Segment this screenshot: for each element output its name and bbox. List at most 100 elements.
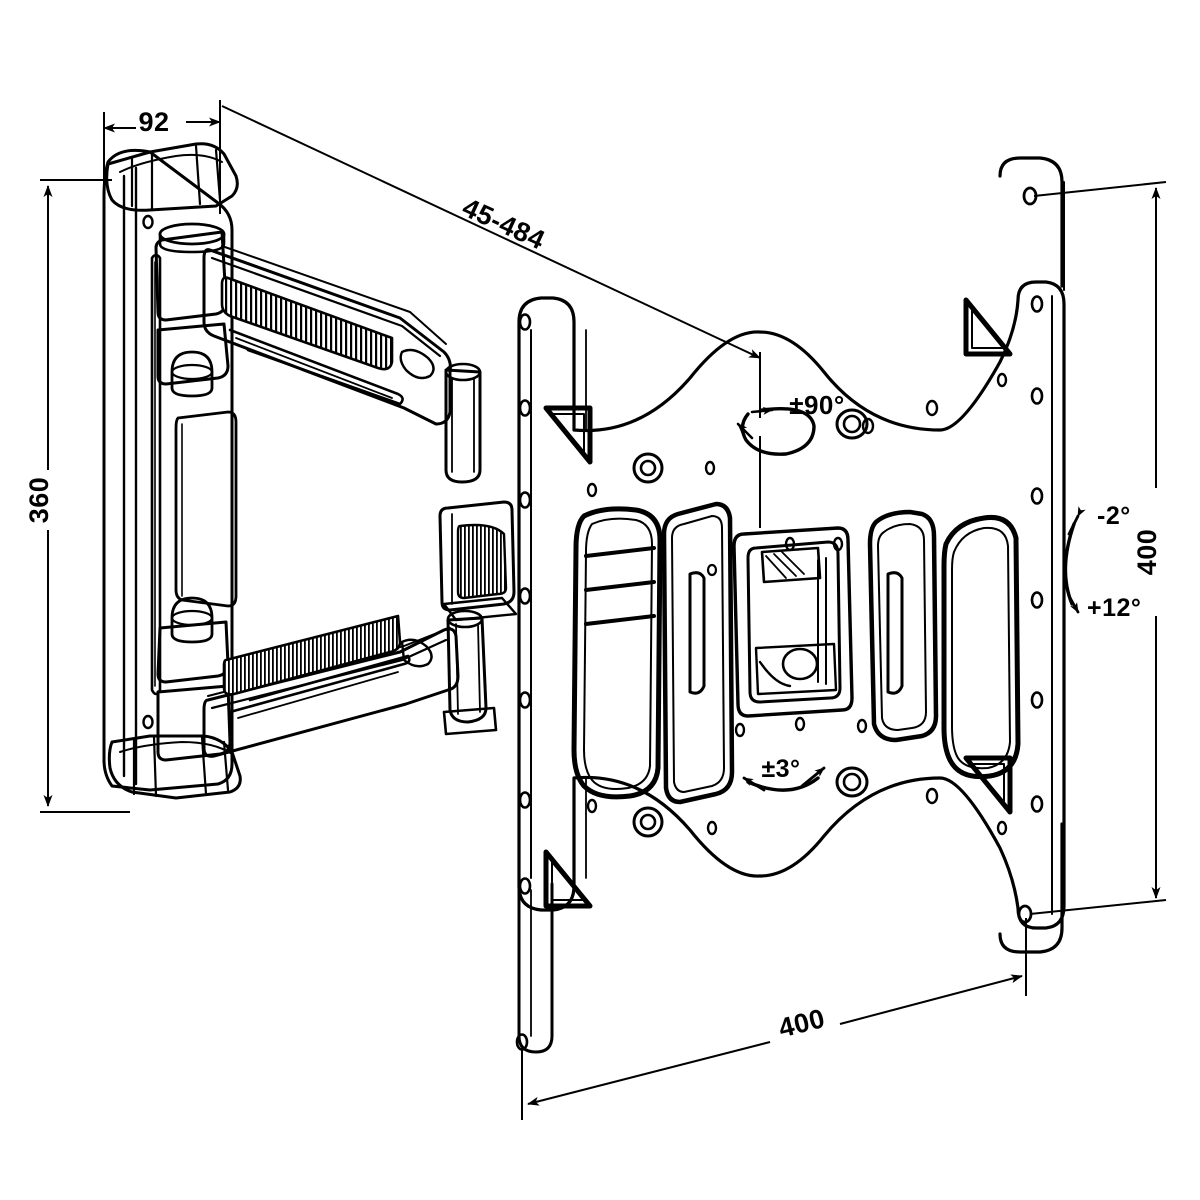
dim-arrow-400h-left bbox=[527, 1041, 771, 1106]
lower-elbow-cylinder-top bbox=[446, 609, 484, 629]
mid-hinge-bracket bbox=[438, 500, 516, 612]
upper-arm-wall-pivot-lower bbox=[156, 322, 230, 386]
vesa-bottom-right-arm bbox=[998, 822, 1064, 954]
vesa-mid-right-slot bbox=[886, 571, 904, 695]
wall-plate-edge-lines bbox=[122, 166, 138, 786]
vesa-plate-thickness-lines bbox=[530, 295, 1053, 915]
vesa-center-window-frame bbox=[732, 526, 854, 718]
vesa-hole-left-2 bbox=[518, 399, 532, 417]
vesa-hole-left-5 bbox=[518, 691, 532, 709]
wall-plate-screw-hole-bottom bbox=[142, 714, 154, 730]
tilt-arrow-up bbox=[1067, 506, 1086, 536]
swivel-arrow-right bbox=[750, 406, 774, 415]
vesa-left-bottom-tab bbox=[517, 882, 554, 1054]
vesa-mid-right-window-inner bbox=[877, 523, 927, 731]
dim-arrow-400h-right bbox=[839, 974, 1023, 1025]
vesa-hole-right-6 bbox=[1030, 795, 1044, 813]
vesa-pivot-boss-left-top bbox=[632, 452, 664, 484]
upper-elbow-cylinder bbox=[444, 368, 482, 484]
ext-line-400v-bottom bbox=[1029, 899, 1167, 915]
lower-pivot-dome-bolt bbox=[170, 596, 214, 644]
vesa-small-hole-1 bbox=[586, 482, 598, 498]
lower-arm-assembly bbox=[156, 596, 498, 762]
wall-plate-bottom-cap bbox=[107, 734, 242, 800]
vesa-plate-outline bbox=[517, 280, 1066, 930]
lower-arm-rib-panel bbox=[222, 614, 402, 696]
swivel-arrow-left bbox=[736, 422, 754, 440]
vesa-triangle-cutout-bottom-right-inner bbox=[971, 763, 1005, 803]
vesa-small-hole-11 bbox=[996, 372, 1008, 388]
upper-pivot-dome-top bbox=[170, 363, 214, 381]
vesa-small-hole-9 bbox=[925, 399, 939, 417]
vesa-right-large-cutout-inner bbox=[951, 526, 1011, 770]
vesa-triangle-cutout-top-right bbox=[963, 297, 1013, 357]
vesa-hole-left-6 bbox=[518, 791, 532, 809]
vesa-mid-left-window-inner bbox=[671, 515, 725, 793]
label-tilt-down: +12° bbox=[1087, 594, 1141, 622]
upper-arm-top-edge2 bbox=[221, 245, 447, 345]
upper-arm-top-edge bbox=[210, 256, 442, 358]
upper-arm-diagonal-rib2 bbox=[235, 337, 393, 399]
vesa-mid-right-window bbox=[867, 509, 939, 743]
vesa-center-hinge-top-block bbox=[760, 546, 822, 584]
mid-hinge-rib-face bbox=[456, 523, 508, 600]
vesa-triangle-cutout-top-left bbox=[543, 405, 593, 465]
wall-plate-top-cap-highlight bbox=[119, 153, 223, 173]
vesa-left-cutout-rib-1 bbox=[584, 546, 656, 558]
vesa-small-hole-6 bbox=[784, 536, 796, 552]
wall-plate-top-cap bbox=[105, 142, 239, 212]
lower-arm-diagonal-rib2 bbox=[237, 671, 399, 719]
vesa-hole-left-3 bbox=[518, 491, 532, 509]
vesa-triangle-cutout-bottom-left bbox=[543, 849, 593, 909]
vesa-mid-left-slot bbox=[688, 571, 706, 695]
vesa-right-large-cutout bbox=[941, 514, 1021, 780]
lower-elbow-cylinder-lines bbox=[455, 623, 481, 715]
center-hinge-assembly bbox=[438, 500, 518, 622]
vesa-left-cutout-rib-3 bbox=[584, 614, 656, 626]
vesa-top-right-arm bbox=[998, 156, 1064, 288]
vesa-triangle-cutout-bottom-left-inner bbox=[551, 861, 585, 901]
vesa-triangle-cutout-top-right-inner bbox=[971, 309, 1005, 349]
vesa-center-hinge-hatch bbox=[765, 551, 805, 579]
vesa-small-hole-12 bbox=[996, 820, 1008, 836]
vesa-pivot-boss-bottom bbox=[835, 766, 869, 798]
upper-arm-rib-panel bbox=[220, 276, 394, 371]
lower-arm-diagonal-rib bbox=[228, 654, 411, 714]
wall-plate-assembly bbox=[102, 142, 242, 800]
wall-plate-center-pocket bbox=[174, 410, 238, 608]
wall-plate-bottom-cap-ribs bbox=[132, 735, 230, 798]
upper-arm-elbow-slot bbox=[399, 348, 435, 380]
vesa-small-hole-14 bbox=[734, 722, 746, 738]
vesa-pivot-boss-top-hole bbox=[842, 414, 862, 434]
lower-elbow-cylinder bbox=[446, 616, 488, 724]
vesa-hole-right-2 bbox=[1030, 387, 1044, 405]
dimension-labels-group: 92 360 45-484 400 400 ±90° -2° +12° ±3° bbox=[24, 107, 1162, 1043]
vesa-triangle-cutout-top-left-inner bbox=[551, 413, 585, 453]
vesa-left-cutout-rib-2 bbox=[584, 580, 656, 592]
vesa-small-hole-7 bbox=[832, 536, 844, 552]
lower-pivot-dome-top bbox=[170, 609, 214, 627]
vesa-hole-right-1 bbox=[1030, 295, 1044, 313]
tilt-arrow-down bbox=[1067, 594, 1080, 614]
vesa-small-hole-3 bbox=[704, 460, 716, 476]
vesa-left-large-cutout bbox=[571, 506, 663, 800]
vesa-center-window-opening bbox=[746, 540, 842, 704]
vesa-hole-left-1 bbox=[518, 313, 532, 331]
upper-elbow-cylinder-lines bbox=[451, 377, 475, 473]
label-roll-range: ±3° bbox=[761, 755, 800, 783]
vesa-plate-assembly bbox=[515, 156, 1066, 1054]
upper-arm-assembly bbox=[154, 222, 482, 484]
wall-plate-top-cap-ribs bbox=[130, 144, 222, 212]
dim-leader-extension-range bbox=[221, 105, 761, 359]
wall-plate-outer bbox=[102, 148, 234, 792]
vesa-pivot-boss-left-bottom bbox=[632, 806, 664, 838]
vesa-small-hole-15 bbox=[856, 718, 868, 734]
roll-arrow-right bbox=[800, 766, 826, 788]
upper-elbow-cylinder-top bbox=[444, 362, 482, 382]
lower-arm-body bbox=[202, 627, 460, 758]
mid-hinge-lower-lip bbox=[442, 596, 518, 622]
upper-arm-diagonal-rib bbox=[228, 328, 404, 406]
vesa-pivot-boss-bottom-hole bbox=[842, 772, 862, 792]
vesa-hole-right-3 bbox=[1030, 487, 1044, 505]
